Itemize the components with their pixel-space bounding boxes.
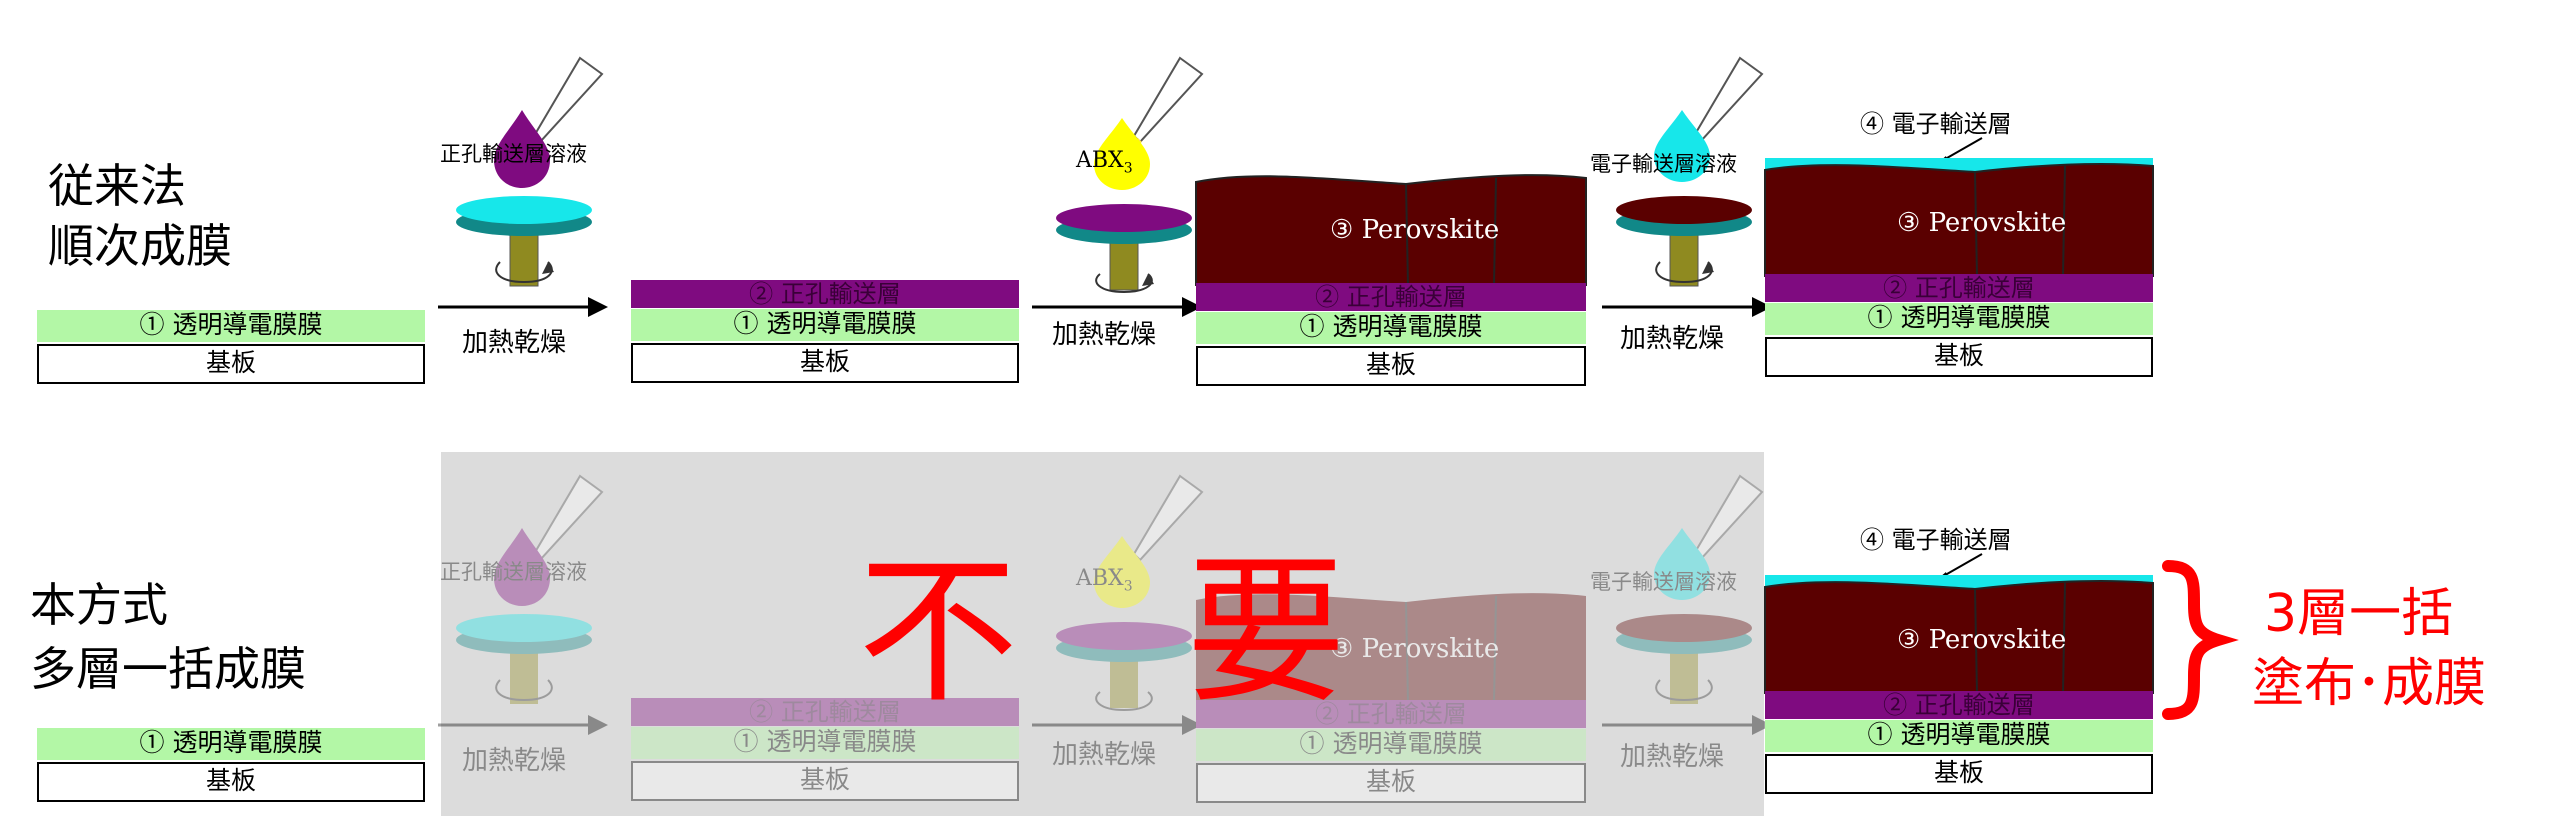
tco-layer: ① 透明導電膜膜	[37, 310, 425, 342]
heat-dry-label: 加熱乾燥	[462, 746, 567, 776]
substrate-layer: 基板	[37, 762, 425, 802]
htl-layer: ② 正孔輸送層	[1765, 691, 2153, 719]
substrate-layer: 基板	[631, 343, 1019, 383]
process-arrow	[1602, 297, 1772, 317]
abx-label: ABX3	[1076, 566, 1133, 594]
perovskite-label: ③ Perovskite	[1330, 634, 1500, 664]
spin-coater-abx	[1056, 56, 1204, 294]
substrate-layer: 基板	[1765, 754, 2153, 794]
tco-layer: ① 透明導電膜膜	[631, 309, 1019, 341]
tco-layer: ① 透明導電膜膜	[631, 727, 1019, 759]
unnecessary-char-1: 不	[858, 538, 1019, 725]
htl-solution-label: 正孔輸送層溶液	[440, 142, 587, 166]
htl-layer: ② 正孔輸送層	[631, 280, 1019, 308]
process-arrow	[1032, 297, 1202, 317]
substrate-layer: 基板	[1765, 337, 2153, 377]
etl-solution-label: 電子輸送層溶液	[1590, 570, 1737, 594]
process-arrow	[1032, 715, 1202, 735]
tco-layer: ① 透明導電膜膜	[1196, 729, 1586, 761]
row-title-proposed-1: 本方式	[30, 578, 168, 632]
spin-coater-abx	[1056, 474, 1204, 712]
perovskite-layer	[1764, 163, 2154, 277]
unnecessary-char-2: 要	[1186, 538, 1347, 725]
perovskite-label: ③ Perovskite	[1897, 208, 2067, 238]
spin-coater-htl	[456, 56, 604, 287]
heat-dry-label: 加熱乾燥	[1620, 742, 1725, 772]
htl-layer: ② 正孔輸送層	[1196, 700, 1586, 728]
abx-subscript: 3	[1123, 160, 1133, 177]
etl-label: ④ 電子輸送層	[1860, 110, 2012, 138]
red-brace	[2162, 560, 2239, 720]
tco-layer: ① 透明導電膜膜	[1196, 312, 1586, 344]
row-title-conventional-1: 従来法	[48, 159, 186, 213]
substrate-layer: 基板	[631, 761, 1019, 801]
etl-solution-label: 電子輸送層溶液	[1590, 152, 1737, 176]
tco-layer: ① 透明導電膜膜	[1765, 303, 2153, 335]
perovskite-layer	[1195, 174, 1587, 286]
abx-text: ABX	[1076, 148, 1124, 173]
unnecessary-steps-panel	[441, 452, 1764, 816]
abx-subscript: 3	[1123, 578, 1133, 595]
annotation-line1: 3層一括	[2264, 584, 2454, 644]
tco-layer: ① 透明導電膜膜	[37, 728, 425, 760]
spin-coater-etl	[1616, 474, 1764, 704]
substrate-layer: 基板	[37, 344, 425, 384]
perovskite-layer	[1764, 580, 2154, 694]
abx-text: ABX	[1076, 566, 1124, 591]
abx-label: ABX3	[1076, 148, 1133, 176]
substrate-layer: 基板	[1196, 346, 1586, 386]
substrate-layer: 基板	[1196, 763, 1586, 803]
annotation-line2: 塗布･成膜	[2252, 654, 2487, 714]
heat-dry-label: 加熱乾燥	[462, 328, 567, 358]
etl-label: ④ 電子輸送層	[1860, 526, 2012, 554]
perovskite-label: ③ Perovskite	[1330, 215, 1500, 245]
process-arrow	[1602, 715, 1772, 735]
tco-layer: ① 透明導電膜膜	[1765, 720, 2153, 752]
heat-dry-label: 加熱乾燥	[1052, 740, 1157, 770]
process-arrow	[438, 715, 608, 735]
heat-dry-label: 加熱乾燥	[1052, 320, 1157, 350]
process-arrow	[438, 297, 608, 317]
spin-coater-htl	[456, 474, 604, 704]
htl-layer: ② 正孔輸送層	[1196, 283, 1586, 311]
htl-layer: ② 正孔輸送層	[1765, 274, 2153, 302]
htl-layer: ② 正孔輸送層	[631, 698, 1019, 726]
heat-dry-label: 加熱乾燥	[1620, 324, 1725, 354]
perovskite-label: ③ Perovskite	[1897, 625, 2067, 655]
perovskite-layer	[1196, 593, 1586, 704]
spin-coater-etl	[1616, 56, 1764, 287]
htl-solution-label: 正孔輸送層溶液	[440, 560, 587, 584]
row-title-proposed-2: 多層一括成膜	[30, 642, 306, 696]
row-title-conventional-2: 順次成膜	[48, 219, 232, 273]
